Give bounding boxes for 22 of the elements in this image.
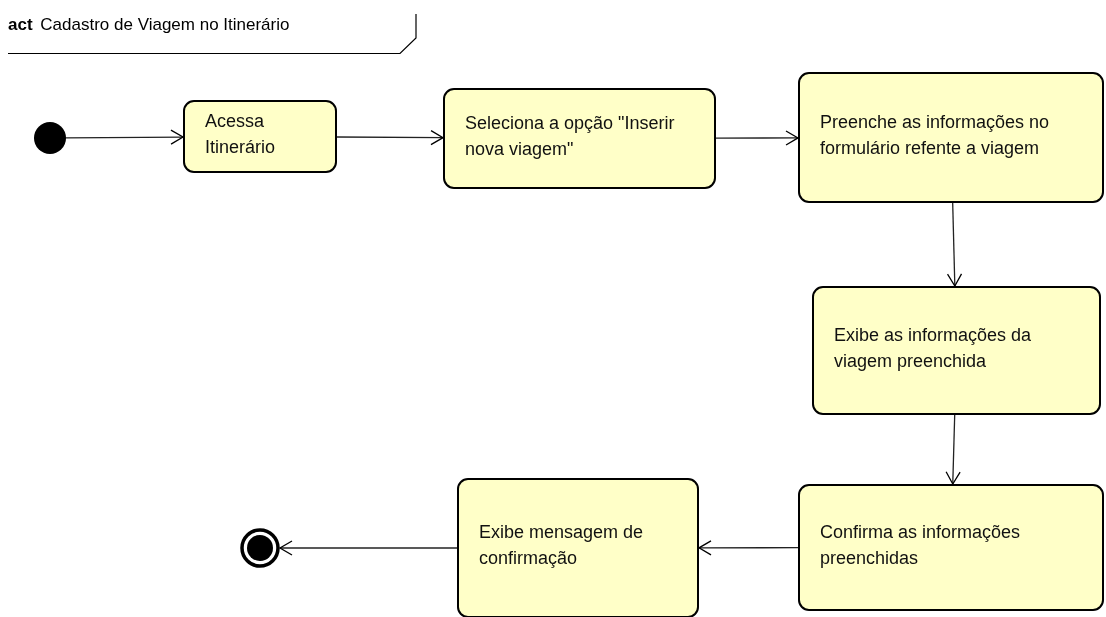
action-text: Seleciona a opção "Inserir nova viagem" [465,111,676,161]
arrow [336,129,444,146]
arrow [715,130,799,146]
action-box [457,478,699,617]
action-text: Preenche as informações no formulário refente a viagem [820,110,1051,160]
action-box [812,286,1101,415]
initial-node [34,122,66,154]
action-text: Exibe as informações da viagem preenchida [834,323,1033,373]
action-text: Exibe mensagem de confirmação [479,521,645,570]
arrow [945,414,961,485]
final-node [240,528,280,568]
action-box [443,88,716,189]
action-box [798,484,1104,611]
diagram-title: act Cadastro de Viagem no Itinerário [8,15,290,35]
action-box [798,72,1104,203]
arrow [946,202,963,287]
arrow [698,540,799,556]
action-text: Acessa Itinerário [205,109,277,159]
action-text: Confirma as informações preenchidas [820,520,1022,570]
action-box [183,100,337,173]
arrow [279,540,458,556]
arrow [65,129,184,145]
